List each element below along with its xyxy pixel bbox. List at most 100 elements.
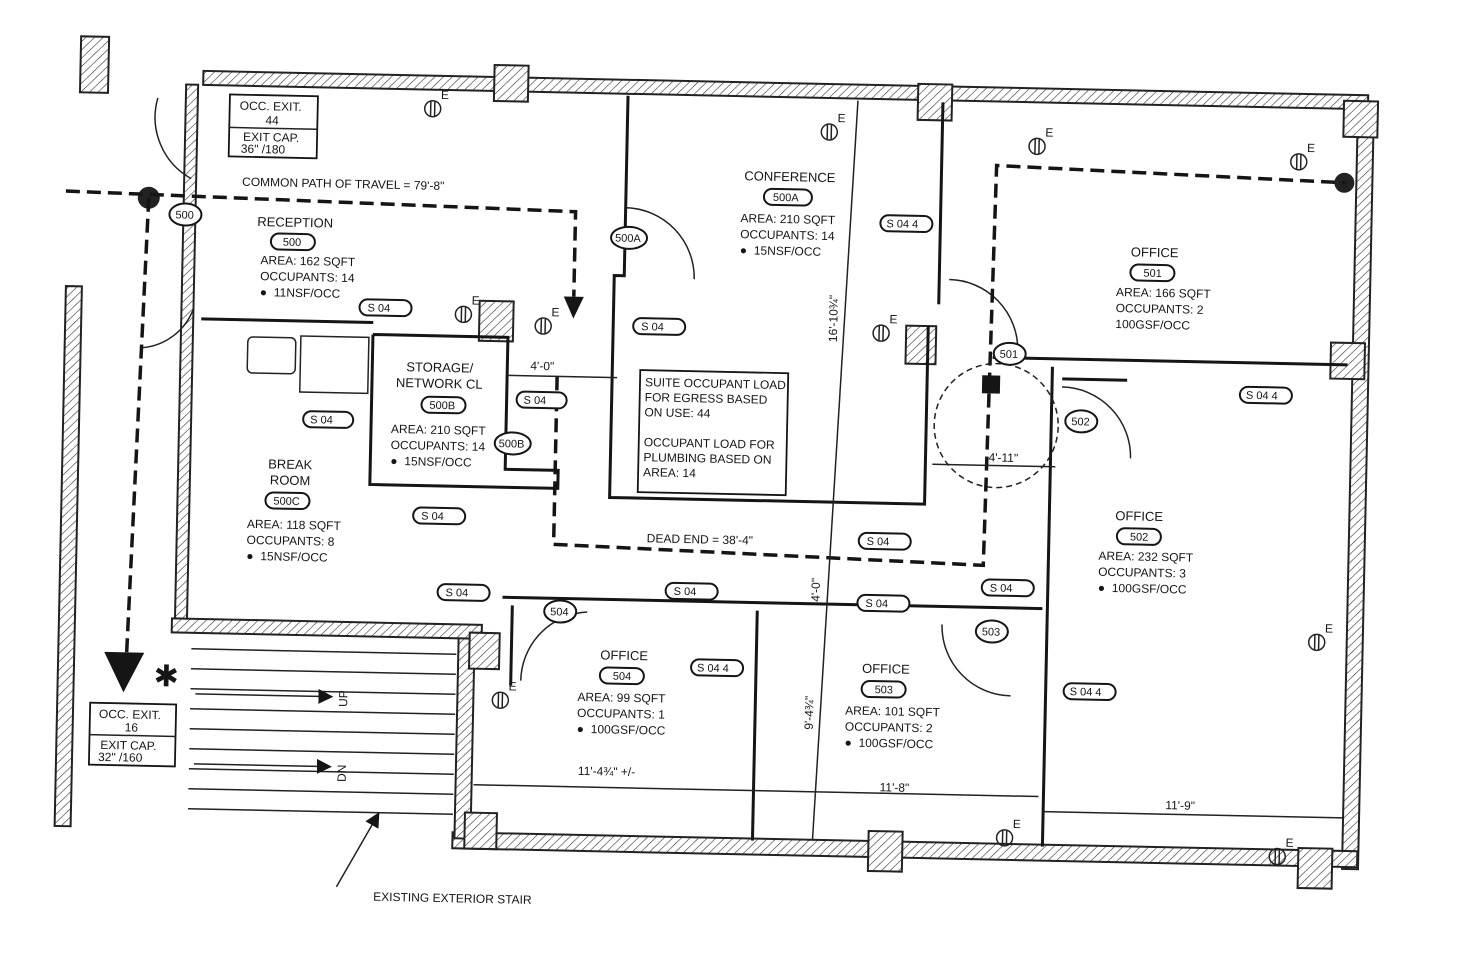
svg-text:E: E — [1285, 836, 1293, 850]
columns — [78, 35, 1380, 890]
wall-tag: S 04 — [867, 536, 890, 548]
room-occupants: OCCUPANTS: 2 — [845, 719, 933, 735]
svg-text:E: E — [889, 312, 897, 326]
sink-icon — [246, 336, 297, 375]
outlet-icon: E — [534, 305, 560, 335]
room-occupants: OCCUPANTS: 1 — [577, 706, 665, 722]
room-tag: 500A — [773, 192, 800, 205]
wall-west — [173, 83, 200, 620]
room-load: 15NSF/OCC — [404, 454, 472, 469]
room-area: AREA: 166 SQFT — [1116, 285, 1212, 301]
wall-tag: S 04 — [523, 395, 546, 407]
outlets: E E E E E E E E E E E — [423, 88, 1333, 866]
room-occupants: OCCUPANTS: 14 — [260, 269, 355, 285]
counter — [298, 335, 370, 395]
room-area: AREA: 232 SQFT — [1098, 549, 1194, 565]
suite-note-line: FOR EGRESS BASED — [645, 390, 768, 407]
egress-arrow — [563, 296, 584, 319]
wall-stair-top — [170, 617, 483, 640]
room-storage: STORAGE/ NETWORK CL 500B AREA: 210 SQFT … — [390, 359, 487, 469]
room-tag: 504 — [613, 671, 632, 683]
load-bullet-icon: ● — [844, 735, 852, 749]
dimension: 4'-0" — [808, 578, 822, 602]
room-occupants: OCCUPANTS: 3 — [1098, 565, 1186, 581]
room-area: AREA: 99 SQFT — [577, 690, 666, 706]
exit-cap-label: EXIT CAP. — [243, 130, 300, 145]
dimension: 4'-11" — [988, 450, 1018, 465]
svg-text:E: E — [551, 305, 559, 319]
exit-cap-value: 32" /160 — [98, 750, 143, 765]
room-break: BREAK ROOM 500C AREA: 118 SQFT OCCUPANTS… — [246, 456, 342, 564]
room-office-501: OFFICE 501 AREA: 166 SQFT OCCUPANTS: 2 1… — [1115, 244, 1212, 333]
suite-note-line: ON USE: 44 — [644, 405, 711, 420]
wall-tag: S 04 — [445, 587, 468, 599]
exit-occ-count: 44 — [265, 113, 279, 127]
room-name: OFFICE — [862, 661, 910, 677]
room-tag: 502 — [1130, 531, 1149, 543]
wall-tag: S 04 4 — [1246, 390, 1278, 403]
dimension: 11'-9" — [1165, 798, 1195, 813]
load-bullet-icon: ● — [390, 454, 398, 468]
wall-east — [1340, 108, 1375, 871]
room-conference: CONFERENCE 500A AREA: 210 SQFT OCCUPANTS… — [740, 168, 836, 259]
wall-tags: S 04 S 04 S 04 S 04 S 04 S 04 S 04 S 04 … — [302, 214, 1293, 701]
dimension: 9'-4¾" — [802, 696, 817, 730]
exit-box-north: OCC. EXIT. 44 EXIT CAP. 36" /180 — [227, 93, 319, 160]
stair-up-label: UP — [336, 690, 350, 707]
dimension-lines — [473, 100, 1344, 840]
wall-tag: S 04 — [990, 582, 1013, 594]
dimension-labels: 4'-0" 4'-11" 16'-10¾" 4'-0" 9'-4¾" 11'-4… — [530, 295, 1195, 813]
plan-geometry: UP DN EXISTING EXTERIOR STAIR ✱ OCC. EXI… — [53, 35, 1380, 907]
door-tag: 502 — [1071, 416, 1090, 428]
room-occupants: OCCUPANTS: 8 — [246, 533, 334, 549]
exit-occ-label: OCC. EXIT. — [240, 99, 302, 114]
wall-tag: S 04 — [674, 586, 697, 598]
door-tag: 500A — [615, 233, 642, 246]
dimension: 4'-0" — [530, 359, 554, 373]
room-name-line: ROOM — [270, 472, 311, 488]
exit-star-icon: ✱ — [153, 660, 179, 694]
room-occupants: OCCUPANTS: 2 — [1116, 301, 1204, 317]
room-load: 100GSF/OCC — [1115, 317, 1190, 333]
room-name: OFFICE — [1115, 508, 1163, 524]
room-area: AREA: 118 SQFT — [247, 517, 342, 533]
svg-text:E: E — [837, 111, 845, 125]
wall-tag: S 04 4 — [697, 662, 729, 675]
common-path-line — [65, 189, 578, 297]
stair: UP DN EXISTING EXTERIOR STAIR ✱ — [153, 648, 532, 907]
room-name-line: BREAK — [268, 456, 313, 472]
exit-box-south: OCC. EXIT. 16 EXIT CAP. 32" /160 — [87, 701, 178, 768]
svg-text:E: E — [1013, 817, 1021, 831]
door-tag: 500 — [175, 209, 194, 221]
svg-text:E: E — [1325, 621, 1333, 635]
room-office-502: OFFICE 502 AREA: 232 SQFT OCCUPANTS: 3 ●… — [1098, 508, 1194, 597]
room-reception: RECEPTION 500 AREA: 162 SQFT OCCUPANTS: … — [257, 214, 356, 301]
door-tag: 504 — [550, 606, 569, 618]
room-area: AREA: 210 SQFT — [391, 422, 487, 438]
room-occupants: OCCUPANTS: 14 — [740, 227, 835, 243]
room-load: 15NSF/OCC — [754, 243, 822, 258]
suite-note-line: PLUMBING BASED ON — [643, 450, 771, 467]
room-area: AREA: 210 SQFT — [740, 211, 836, 227]
door-tag: 503 — [982, 626, 1001, 638]
door-tag: 500B — [499, 438, 525, 451]
room-area: AREA: 101 SQFT — [845, 703, 941, 719]
svg-text:E: E — [508, 679, 516, 693]
suite-note-line: OCCUPANT LOAD FOR — [644, 435, 776, 452]
outlet-icon: E — [1290, 141, 1315, 171]
outlet-icon: E — [491, 679, 517, 709]
common-path-label: COMMON PATH OF TRAVEL = 79'-8" — [242, 175, 445, 193]
outlet-icon: E — [454, 294, 480, 324]
dimension: 16'-10¾" — [826, 295, 841, 343]
wall-tag: S 04 4 — [886, 218, 918, 231]
suite-note-line: AREA: 14 — [643, 465, 696, 480]
room-load: 11NSF/OCC — [274, 285, 341, 300]
load-bullet-icon: ● — [246, 549, 254, 563]
wall-tag: S 04 — [367, 302, 390, 314]
room-tag: 500B — [429, 400, 455, 413]
stair-caption: EXISTING EXTERIOR STAIR — [373, 890, 532, 907]
exit-occ-label: OCC. EXIT. — [99, 707, 161, 722]
wall-tag: S 04 4 — [1070, 686, 1102, 699]
outlet-icon: E — [1028, 126, 1054, 156]
